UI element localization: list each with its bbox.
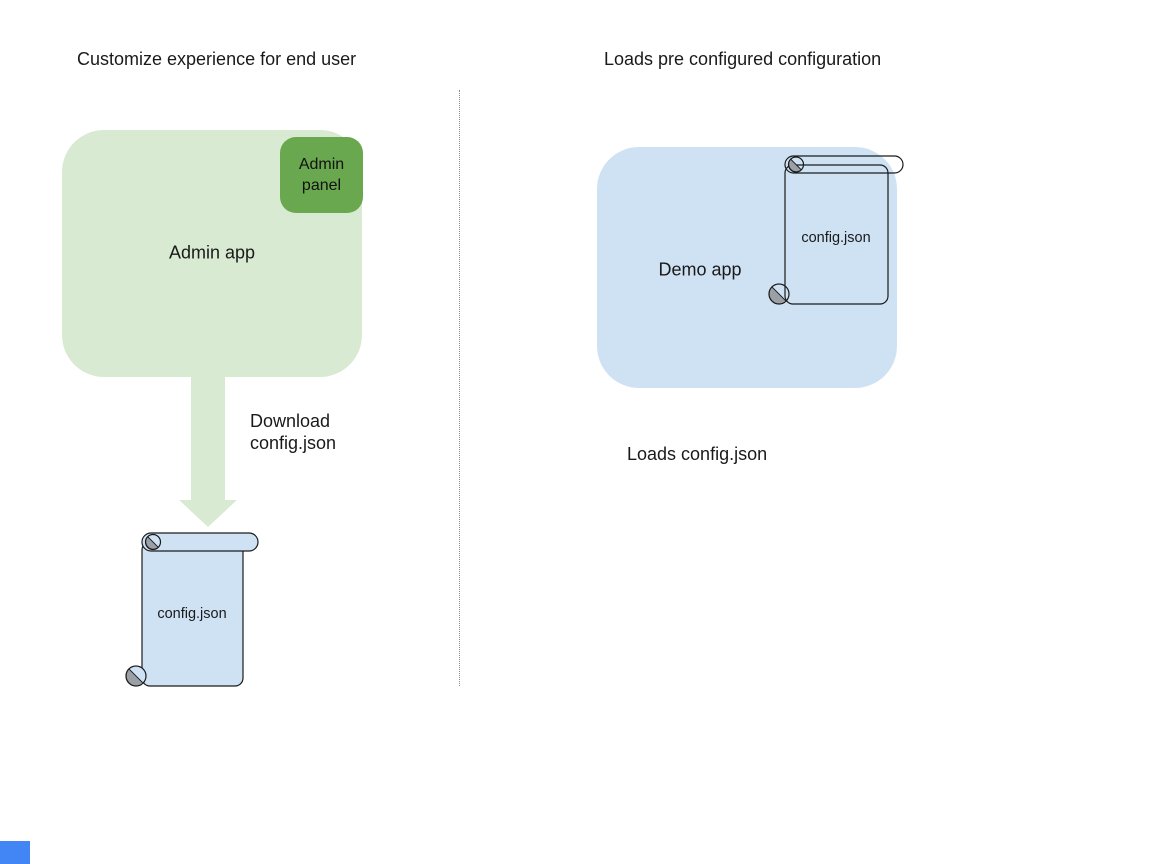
- right-section-title: Loads pre configured configuration: [604, 49, 882, 69]
- blue-corner-marker: [0, 841, 30, 864]
- left-section-title: Customize experience for end user: [77, 49, 357, 69]
- right-config-json-label: config.json: [801, 230, 870, 246]
- config-json-scroll-icon: config.json: [125, 532, 259, 687]
- download-caption: Download config.json: [250, 410, 336, 454]
- download-caption-line1: Download: [250, 411, 331, 431]
- admin-panel-label: Admin panel: [298, 156, 345, 194]
- section-divider: [459, 90, 460, 686]
- loads-config-caption: Loads config.json: [627, 444, 768, 464]
- demo-app-label: Demo app: [658, 259, 742, 280]
- left-config-json-label: config.json: [157, 606, 226, 622]
- download-caption-line2: config.json: [250, 433, 337, 453]
- admin-app-label: Admin app: [168, 242, 256, 263]
- demo-app-box: [597, 147, 897, 388]
- admin-panel-box: Admin panel: [280, 137, 363, 213]
- config-json-scroll-icon: config.json: [768, 155, 904, 305]
- download-arrow-icon: [179, 377, 237, 527]
